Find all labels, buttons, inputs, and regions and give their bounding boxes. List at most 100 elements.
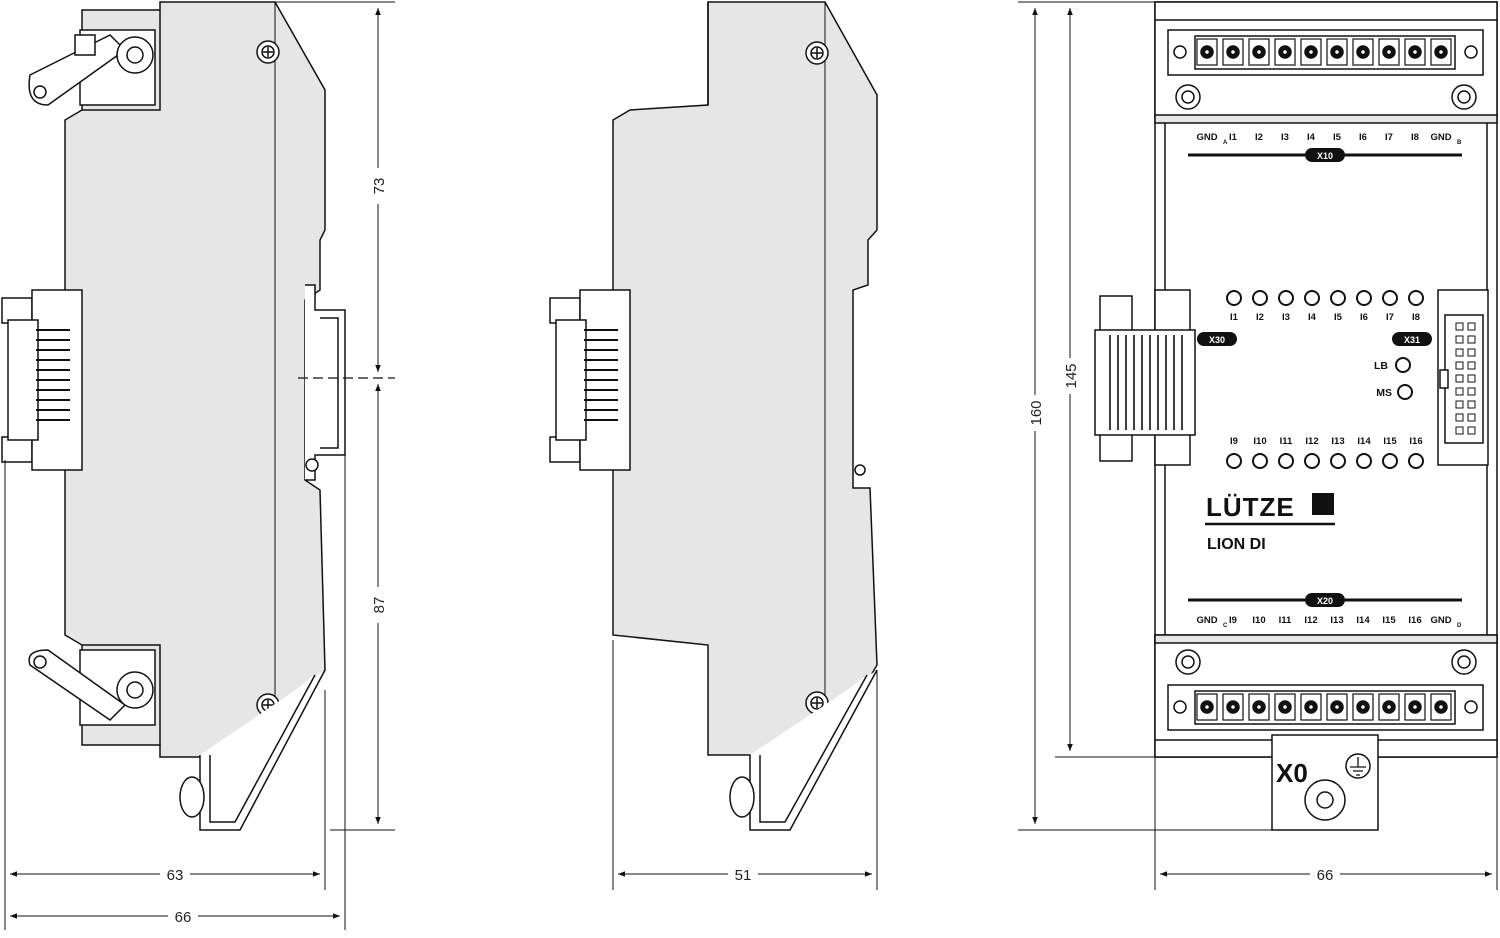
input-led-label: I9 (1230, 436, 1238, 447)
earth-terminal (1271, 734, 1379, 831)
mid-mounting-clip (729, 669, 878, 831)
connector-pin (1455, 426, 1464, 435)
input-led-label: I11 (1280, 436, 1293, 447)
input-led (1304, 453, 1320, 469)
connector-pin (1455, 413, 1464, 422)
status-led-label-lb: LB (1374, 360, 1388, 372)
terminal-label: GND (1430, 132, 1451, 143)
terminal-label: I4 (1307, 132, 1316, 143)
terminal-label: I14 (1356, 615, 1370, 626)
ground-symbol-icon (1345, 753, 1371, 779)
front-connector-right (1437, 289, 1489, 466)
connector-pin (1455, 322, 1464, 331)
input-led (1278, 453, 1294, 469)
terminal-label: I2 (1255, 132, 1263, 143)
screw-icon (805, 41, 829, 65)
input-led-label: I16 (1409, 436, 1422, 447)
connector-pin (1455, 374, 1464, 383)
connector-pin (1467, 322, 1476, 331)
terminal-label: I5 (1333, 132, 1342, 143)
connector-pin (1467, 426, 1476, 435)
input-led-label: I8 (1412, 312, 1420, 323)
terminal-label: I16 (1408, 615, 1421, 626)
bus-connector-middle (549, 289, 631, 471)
input-led-label: I10 (1253, 436, 1266, 447)
connector-pin (1467, 335, 1476, 344)
bus-connector-left (1, 289, 83, 471)
dim-label-51: 51 (735, 867, 752, 884)
svg-text:X31: X31 (1404, 335, 1420, 345)
terminal-label: I1 (1229, 132, 1238, 143)
connector-pin (1467, 361, 1476, 370)
input-led-label: I3 (1282, 312, 1290, 323)
status-led-label-ms: MS (1376, 387, 1392, 399)
input-led (1278, 290, 1294, 306)
input-led (1252, 453, 1268, 469)
svg-text:X20: X20 (1317, 596, 1333, 606)
input-led-label: I7 (1386, 312, 1394, 323)
side-view-middle (549, 1, 878, 831)
side-housing (64, 1, 326, 758)
screw-icon (256, 40, 280, 64)
din-rail (305, 284, 346, 481)
side-view-left (1, 1, 395, 831)
input-led (1226, 290, 1242, 306)
connector-pin (1467, 374, 1476, 383)
input-led (1408, 290, 1424, 306)
mounting-clip (179, 669, 326, 831)
input-led (1408, 453, 1424, 469)
input-led-label: I5 (1334, 312, 1343, 323)
input-led (1226, 453, 1242, 469)
screw-icon (1451, 649, 1477, 675)
pill-x20: X20 (1305, 593, 1345, 607)
input-led (1382, 453, 1398, 469)
terminal-label-sub: B (1457, 140, 1462, 146)
pill-x10: X10 (1305, 148, 1345, 162)
mid-rail-tab (854, 464, 866, 476)
input-led-label: I14 (1357, 436, 1371, 447)
input-led-label: I2 (1256, 312, 1264, 323)
terminal-label: GND (1196, 132, 1217, 143)
terminal-label: I3 (1281, 132, 1289, 143)
input-led (1382, 290, 1398, 306)
screw-icon (1175, 649, 1201, 675)
terminal-label: I7 (1385, 132, 1393, 143)
terminal-label-sub: A (1223, 140, 1228, 146)
screw-icon (1175, 84, 1201, 110)
terminal-label: I8 (1411, 132, 1419, 143)
terminal-label: GND (1430, 615, 1451, 626)
front-view (1094, 1, 1498, 831)
model-name: LION DI (1207, 536, 1266, 553)
dim-label-66-front: 66 (1317, 867, 1334, 884)
input-led (1356, 453, 1372, 469)
input-led-label: I4 (1308, 312, 1317, 323)
svg-text:X10: X10 (1317, 151, 1333, 161)
input-led-label: I12 (1305, 436, 1318, 447)
terminal-label: I13 (1330, 615, 1343, 626)
dim-label-145: 145 (1063, 363, 1080, 388)
brand-logo: LÜTZE (1206, 492, 1295, 522)
bottom-latch (28, 649, 156, 726)
terminal-label: GND (1196, 615, 1217, 626)
terminal-label: I10 (1252, 615, 1265, 626)
top-latch (28, 29, 156, 106)
connector-pin (1467, 413, 1476, 422)
status-led-ms (1397, 384, 1413, 400)
connector-pin (1467, 348, 1476, 357)
input-led (1330, 290, 1346, 306)
connector-pin (1455, 361, 1464, 370)
input-led-label: I15 (1383, 436, 1397, 447)
pill-x31: X31 (1392, 332, 1432, 346)
screw-icon (1451, 84, 1477, 110)
connector-pin (1467, 400, 1476, 409)
front-bus-connector-left (1094, 289, 1196, 466)
dim-label-87: 87 (371, 597, 388, 614)
terminal-label-sub: D (1457, 623, 1462, 629)
connector-pin (1455, 400, 1464, 409)
earth-screw-icon (1304, 779, 1346, 821)
input-led (1252, 290, 1268, 306)
svg-text:X30: X30 (1209, 335, 1225, 345)
status-led-lb (1395, 357, 1411, 373)
